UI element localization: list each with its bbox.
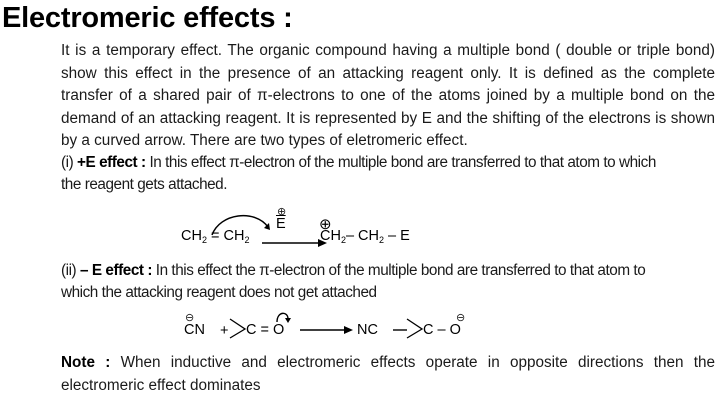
- intro-paragraph: It is a temporary effect. The organic co…: [61, 42, 715, 150]
- product-charge: ⊕: [319, 216, 332, 233]
- reactant: CH2 = CH2: [181, 228, 250, 245]
- product: CH2– CH2 – E: [320, 228, 410, 245]
- product-left: NC: [357, 322, 378, 338]
- curved-arrow-icon: [211, 214, 327, 247]
- plus-e-line2: the reagent gets attached.: [61, 176, 228, 193]
- plus-e-label: +E effect :: [77, 154, 146, 171]
- nucleophile-charge: ⊖: [185, 312, 195, 324]
- page-title: Electromeric effects :: [2, 2, 293, 34]
- minus-e-label: – E effect :: [80, 262, 152, 279]
- nucleophile: CN: [184, 322, 205, 338]
- reagent-charge: ⊕: [277, 206, 287, 218]
- plus-e-line1: (i) +E effect : In this effect π-electro…: [61, 154, 656, 171]
- minus-e-line1: (ii) – E effect : In this effect the π-e…: [61, 262, 646, 279]
- bond-arrows-icon: [229, 312, 424, 339]
- product-right: C – O: [423, 322, 461, 338]
- carbonyl: C = O: [246, 322, 285, 338]
- plus-sign: +: [220, 323, 229, 339]
- note-label: Note :: [61, 354, 111, 371]
- minus-e-line2: which the attacking reagent does not get…: [61, 284, 377, 301]
- product-charge: ⊖: [456, 312, 466, 324]
- note-paragraph: Note : When inductive and electromeric e…: [61, 354, 715, 394]
- reagent: E: [276, 216, 286, 232]
